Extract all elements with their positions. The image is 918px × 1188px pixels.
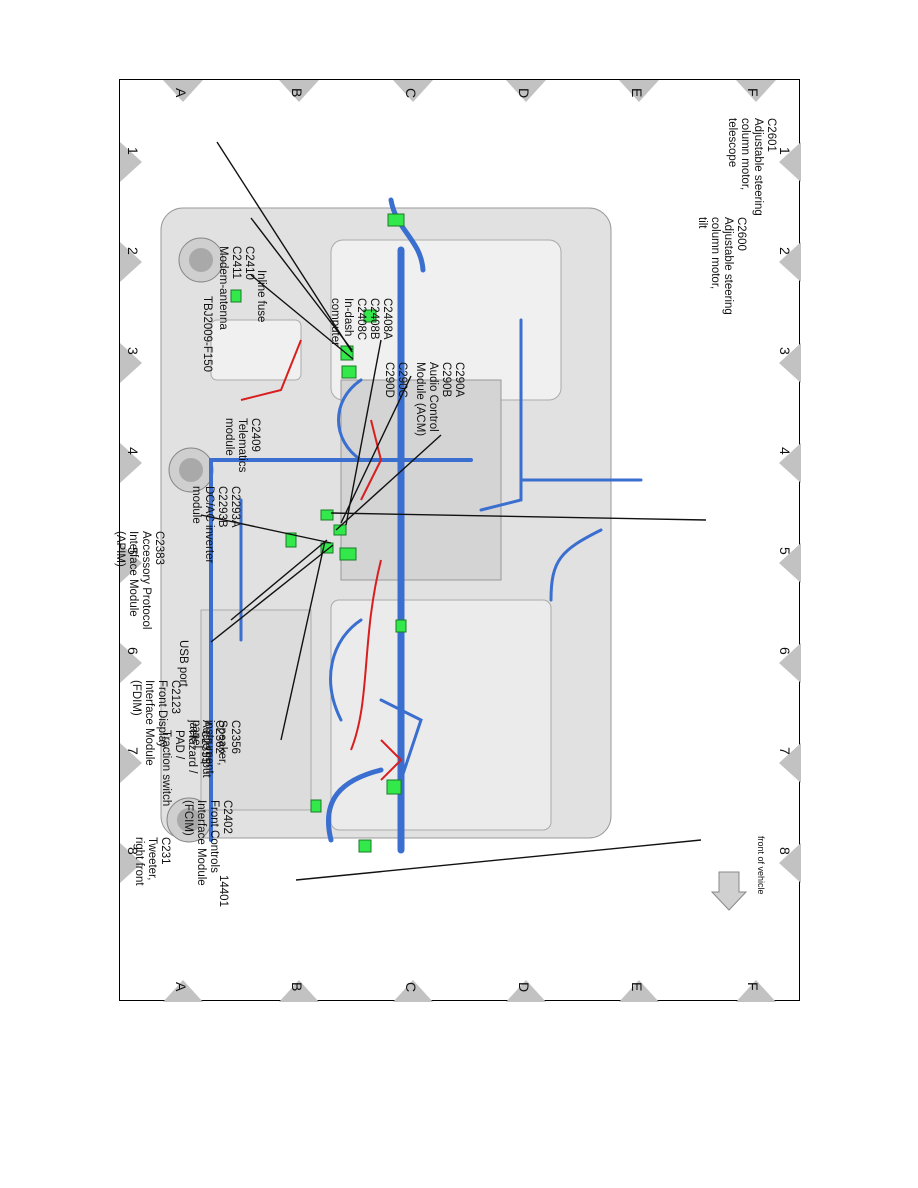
grid-row-e-right: E	[629, 982, 645, 992]
grid-row-a-left: A	[173, 88, 189, 98]
grid-row-b-right: B	[289, 982, 305, 992]
grid-col-4-bottom: 4	[125, 447, 141, 455]
label-inline-fuse: Inline fuse	[255, 270, 267, 323]
red-wires	[240, 339, 403, 781]
grid-row-d-right: D	[516, 982, 532, 993]
grid-col-1-bottom: 1	[125, 147, 141, 155]
label-c231: C231 Tweeter, right front	[133, 837, 171, 886]
grid-row-c-right: C	[403, 982, 419, 993]
grid-col-5-top: 5	[777, 547, 793, 555]
label-c2408: C2408A C2408B C2408C In-dash computer	[329, 298, 393, 346]
label-c2383: C2383 Accessory Protocol Interface Modul…	[114, 531, 165, 630]
grid-row-b-left: B	[289, 88, 305, 98]
diagram-frame: 1 2 3 4 5 6 7 8 1 2 3 4 5 6 7 8 A B C D …	[114, 79, 801, 1002]
grid-col-3-top: 3	[777, 347, 793, 355]
label-c2355: C2355 Hazard / PAD / Traction switch	[160, 730, 211, 807]
label-c290ab: C290A C290B Audio Control Module (ACM)	[414, 362, 465, 437]
grid-row-f-left: F	[745, 88, 761, 97]
grid-col-4-top: 4	[777, 447, 793, 455]
label-c2601: C2601 Adjustable steering column motor, …	[726, 118, 777, 216]
rotated-diagram: 1 2 3 4 5 6 7 8 1 2 3 4 5 6 7 8 A B C D …	[114, 80, 801, 1002]
label-code: TBJ2009-F150	[201, 296, 213, 373]
grid-col-2-top: 2	[777, 247, 793, 255]
label-front-of-vehicle: front of vehicle	[756, 836, 766, 895]
grid-col-6-bottom: 6	[125, 647, 141, 655]
label-c290cd: C290C C290D	[383, 362, 408, 398]
label-14401: 14401	[217, 875, 229, 907]
grid-row-c-left: C	[403, 88, 419, 99]
label-c2410: C2410 C2411 Modem-antenna	[217, 246, 255, 330]
grid-col-2-bottom: 2	[125, 247, 141, 255]
connectors	[230, 213, 407, 853]
border-triangles	[120, 80, 801, 1002]
grid-col-3-bottom: 3	[125, 347, 141, 355]
label-c2409: C2409 Telematics module	[223, 418, 261, 473]
grid-col-8-top: 8	[777, 847, 793, 855]
leader-lines	[200, 141, 707, 881]
grid-col-1-top: 1	[777, 147, 793, 155]
grid-col-6-top: 6	[777, 647, 793, 655]
label-c2293: C2293A C2293B DC/AC inverter module	[190, 486, 241, 564]
grid-row-f-right: F	[745, 982, 761, 991]
label-c2600: C2600 Adjustable steering column motor, …	[696, 217, 747, 315]
grid-row-e-left: E	[629, 88, 645, 98]
grid-row-d-left: D	[516, 88, 532, 99]
dashboard-panel	[160, 207, 612, 843]
wiring-diagram	[120, 80, 801, 1002]
grid-col-7-top: 7	[777, 747, 793, 755]
front-arrow	[710, 871, 748, 911]
grid-row-a-right: A	[173, 982, 189, 992]
label-c2402: C2402 Front Controls Interface Module (F…	[182, 800, 233, 886]
